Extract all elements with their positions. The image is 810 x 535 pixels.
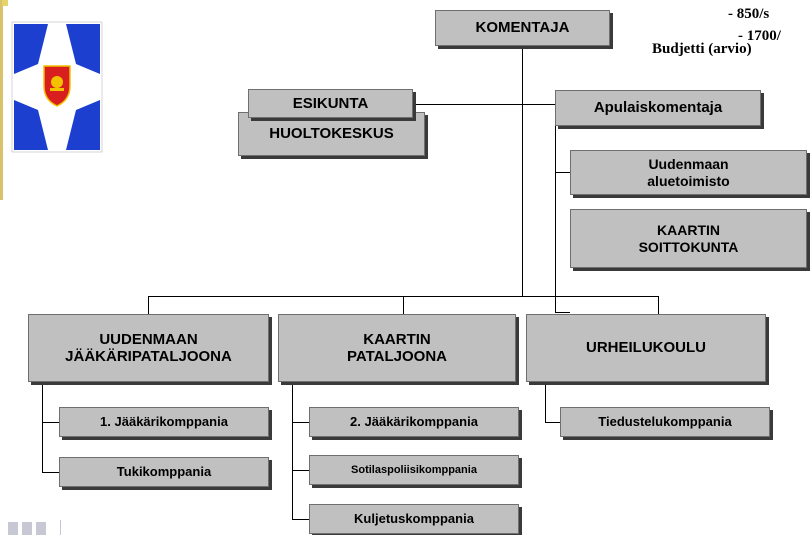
company-2-box: 2. Jääkärikomppania <box>309 407 519 437</box>
budget-line: Budjetti (arvio) <box>652 41 752 57</box>
battalion-drop-right <box>658 296 659 314</box>
transport-company-branch <box>292 519 309 520</box>
logistics-center-box: HUOLTOKESKUS <box>238 112 425 156</box>
staff-deputy-line <box>413 104 555 105</box>
regiment-flag-icon <box>0 0 103 200</box>
deputy-commander-box: Apulaiskomentaja <box>555 90 761 126</box>
uusimaa-companies-line <box>42 382 43 472</box>
mp-company-branch <box>292 470 309 471</box>
band-branch <box>555 312 570 313</box>
deputy-subtree-line <box>555 100 556 312</box>
company-2-branch <box>292 422 309 423</box>
info-line-1: - 850/s <box>728 6 770 22</box>
company-1-box: 1. Jääkärikomppania <box>59 407 269 437</box>
staff-box-front: ESIKUNTA <box>248 89 413 118</box>
info-line-2: - 1700/ <box>738 28 781 44</box>
regional-office-branch <box>555 172 570 173</box>
commander-box: KOMENTAJA <box>435 10 610 46</box>
logo-fragment-icon <box>8 520 61 535</box>
battalion-drop-left <box>148 296 149 314</box>
uusimaa-battalion-box: UUDENMAAN JÄÄKÄRIPATALJOONA <box>28 314 269 382</box>
regional-office-box: Uudenmaan aluetoimisto <box>570 150 807 195</box>
main-trunk-line <box>522 46 523 296</box>
guard-companies-line <box>292 382 293 519</box>
mp-company-box: Sotilaspoliisikomppania <box>309 455 519 485</box>
recon-company-box: Tiedustelukomppania <box>560 407 770 437</box>
support-company-box: Tukikomppania <box>59 457 269 487</box>
support-company-branch <box>42 472 59 473</box>
battalion-drop-center <box>403 296 404 314</box>
transport-company-box: Kuljetuskomppania <box>309 504 519 534</box>
sports-companies-line <box>545 382 546 422</box>
sports-school-box: URHEILUKOULU <box>526 314 766 382</box>
band-box: KAARTIN SOITTOKUNTA <box>570 209 807 268</box>
company-1-branch <box>42 422 59 423</box>
guard-battalion-box: KAARTIN PATALJOONA <box>278 314 516 382</box>
recon-company-branch <box>545 422 560 423</box>
